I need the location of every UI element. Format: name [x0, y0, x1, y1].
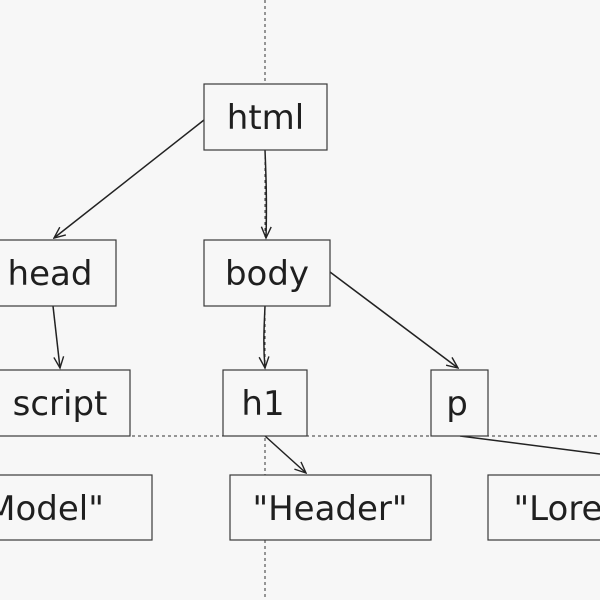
node-label: p — [446, 384, 468, 424]
edge-html-head — [54, 119, 205, 238]
edge-body-h1 — [264, 305, 265, 368]
node-head: head — [0, 239, 117, 307]
node-h1: h1 — [222, 369, 308, 437]
node-script: script — [0, 369, 131, 437]
edge-html-body — [265, 149, 266, 238]
edge-p-p-text — [459, 435, 600, 455]
edges — [52, 119, 600, 473]
node-body: body — [203, 239, 331, 307]
edge-head-script — [52, 305, 60, 368]
node-label: "Lore — [514, 489, 600, 529]
node-html: html — [203, 83, 328, 151]
edge-h1-h1-text — [264, 435, 306, 473]
edge-body-p — [329, 271, 458, 368]
node-p-text: "Lore — [487, 474, 600, 541]
node-script-text: Model" — [0, 474, 153, 541]
node-label: body — [225, 254, 309, 294]
node-label: html — [227, 98, 304, 138]
node-label: "Header" — [252, 489, 407, 529]
node-label: head — [8, 254, 93, 294]
node-label: h1 — [241, 384, 284, 424]
node-h1-text: "Header" — [229, 474, 432, 541]
node-label: Model" — [0, 489, 104, 529]
node-p: p — [430, 369, 489, 437]
node-label: script — [13, 384, 108, 424]
